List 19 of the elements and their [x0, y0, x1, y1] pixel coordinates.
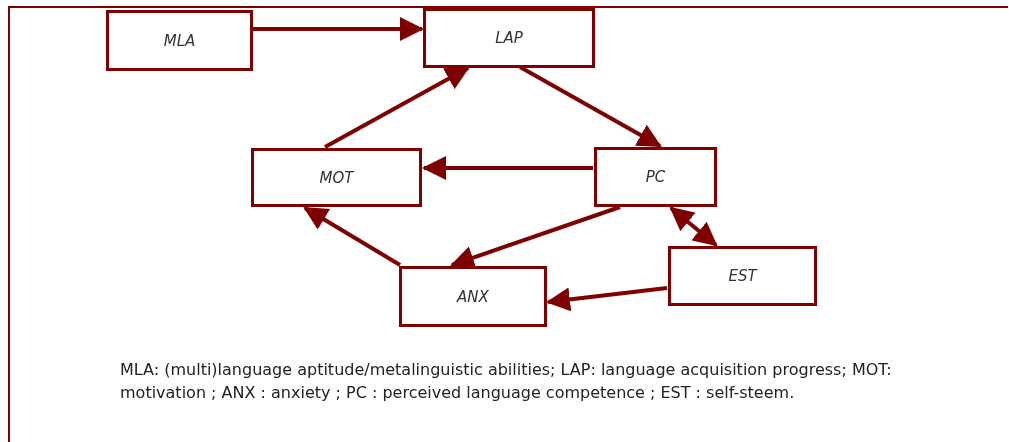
- concept-box: [251, 148, 422, 207]
- concept-box: [594, 147, 717, 207]
- node-label: LAP: [495, 29, 523, 47]
- concept-box: [106, 10, 253, 71]
- concept-box: [423, 8, 595, 68]
- concept-box: [399, 266, 547, 327]
- arrow: [422, 156, 593, 180]
- node-label: MLA: [163, 31, 196, 50]
- node-label: PC: [645, 168, 666, 186]
- node-label: EST: [728, 267, 757, 285]
- node-label: ANX: [457, 287, 489, 306]
- node-label: MOT: [319, 168, 354, 187]
- caption: MLA: (multi)language aptitude/metalinguistic abilities; LAP: language acquisition progress; MOT: motivation ; ANX : anxiety ; PC : perceived language competence ; EST : self-steem.: [120, 359, 893, 404]
- arrow: [253, 17, 424, 41]
- arrow: [324, 66, 470, 149]
- arrow: [669, 206, 718, 247]
- arrow: [303, 206, 402, 267]
- concept-box: [668, 246, 817, 306]
- arrow: [546, 286, 668, 312]
